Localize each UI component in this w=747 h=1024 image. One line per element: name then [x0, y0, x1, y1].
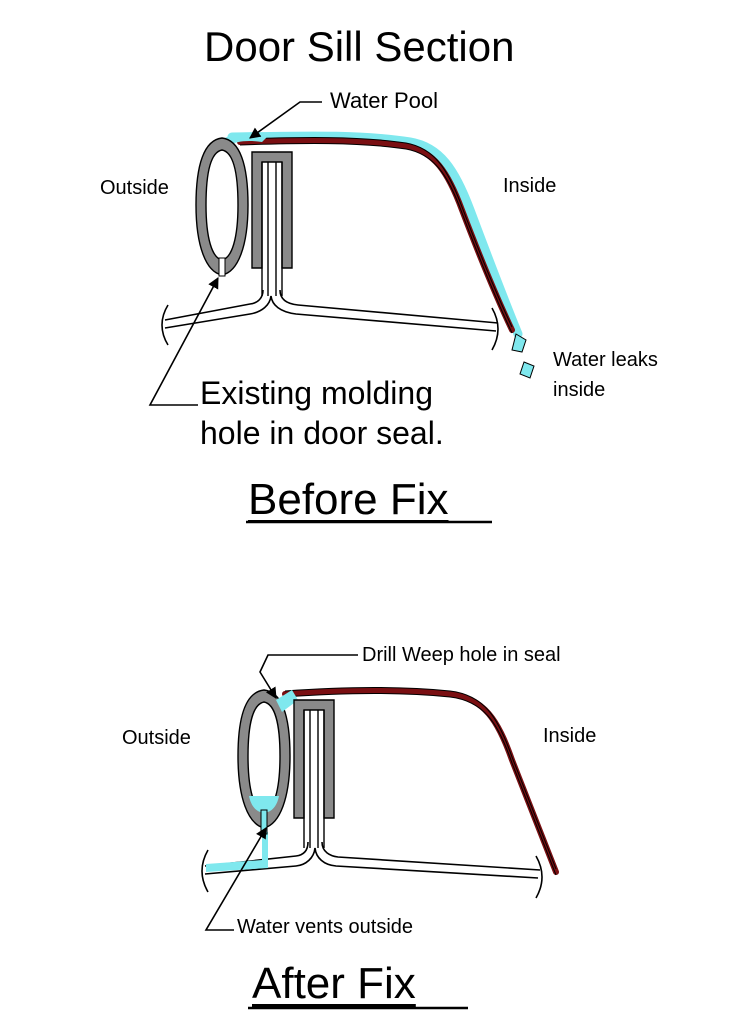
water-in-seal	[249, 796, 279, 813]
before-sill-floor	[164, 289, 499, 332]
before-sill-right-break	[491, 307, 499, 351]
before-flange-cap	[251, 151, 293, 269]
weep-hole-water	[276, 690, 298, 712]
after-sill-left-break	[201, 849, 209, 893]
before-door-seal	[195, 137, 249, 276]
water-leaks-label-line2: inside	[553, 379, 606, 401]
after-flange	[303, 710, 325, 848]
before-outside-label: Outside	[100, 177, 169, 199]
water-vents-label: Water vents outside	[237, 916, 414, 938]
after-inside-label: Inside	[543, 725, 597, 747]
existing-hole-label-line2: hole in door seal.	[200, 415, 444, 451]
after-outside-label: Outside	[122, 727, 191, 749]
before-flange	[261, 162, 283, 296]
existing-hole-leader	[148, 277, 219, 406]
water-pool-label: Water Pool	[330, 88, 439, 113]
weep-hole-leader	[259, 654, 358, 699]
water-pool-leader	[249, 101, 322, 139]
before-fix-heading: Before Fix	[248, 475, 449, 524]
after-flange-cap	[293, 699, 335, 819]
water-outflow	[206, 832, 268, 872]
page-title: Door Sill Section	[204, 23, 515, 70]
before-inside-label: Inside	[503, 175, 557, 197]
before-weatherstrip	[237, 137, 515, 333]
after-sill-right-break	[535, 855, 543, 899]
leak-drop-1	[511, 333, 527, 353]
water-vents-leader	[204, 827, 267, 931]
leak-drop-2	[519, 361, 535, 379]
after-fix-heading: After Fix	[252, 959, 416, 1008]
after-weatherstrip	[282, 687, 559, 875]
existing-hole-label-line1: Existing molding	[200, 375, 433, 411]
after-fix-diagram	[201, 654, 559, 1010]
before-sill-left-break	[161, 304, 169, 346]
after-sill-floor	[204, 841, 541, 879]
before-fix-diagram	[148, 101, 535, 524]
before-seal-hole	[218, 257, 226, 277]
weep-hole-label: Drill Weep hole in seal	[362, 644, 561, 666]
before-water-film	[227, 131, 523, 339]
water-leaks-label-line1: Water leaks	[553, 349, 658, 371]
